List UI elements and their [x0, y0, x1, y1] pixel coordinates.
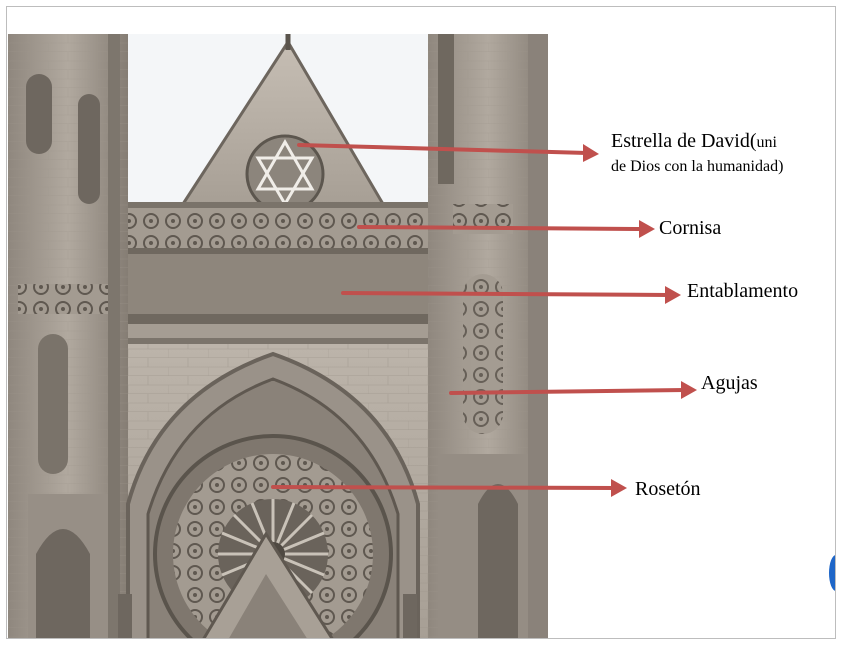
- label-roseton: Rosetón: [635, 478, 701, 500]
- label-agujas: Agujas: [701, 372, 758, 394]
- label-estrella-line2: de Dios con la humanidad): [611, 158, 784, 175]
- label-estrella-cut: uni: [756, 134, 777, 151]
- blue-edge-decoration: [829, 555, 835, 591]
- label-estrella-de-david: Estrella de David(uni: [611, 131, 777, 151]
- cathedral-photo: [8, 34, 548, 638]
- slide-frame: Estrella de David(uni de Dios con la hum…: [6, 6, 836, 639]
- label-entablamento: Entablamento: [687, 280, 799, 302]
- label-cornisa: Cornisa: [659, 217, 722, 239]
- label-estrella-main: Estrella de David(: [611, 130, 757, 152]
